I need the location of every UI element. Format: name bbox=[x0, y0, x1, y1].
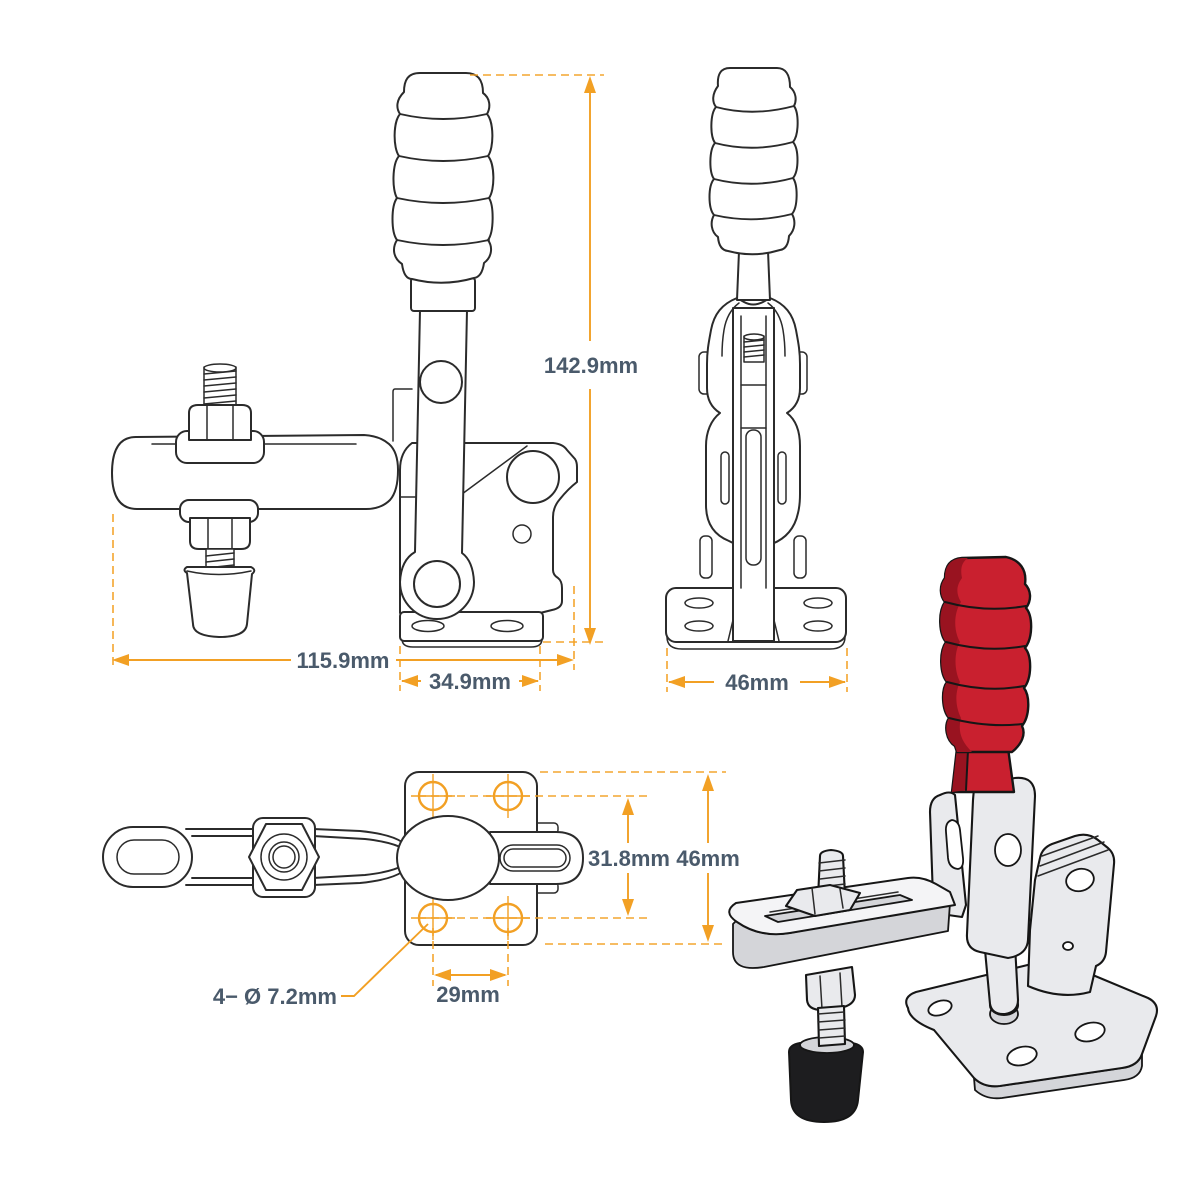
iso-base-plate bbox=[905, 959, 1159, 1088]
side-view-dimensions: 46mm bbox=[666, 648, 848, 695]
hole-callout-leader bbox=[341, 923, 429, 997]
body-small-hole bbox=[512, 524, 532, 544]
base-slot-hole bbox=[490, 619, 524, 633]
dim-hole-pitch-horizontal: 29mm bbox=[436, 982, 500, 1007]
grip-ribs bbox=[713, 105, 795, 221]
isometric-view bbox=[728, 555, 1159, 1124]
side-view bbox=[665, 67, 847, 650]
thread-lines bbox=[817, 1011, 846, 1039]
iso-lever-hole bbox=[994, 833, 1022, 867]
dim-base-width-front: 34.9mm bbox=[429, 669, 511, 694]
spindle-assembly bbox=[175, 363, 265, 638]
iso-body bbox=[1026, 833, 1116, 996]
grip-ribs bbox=[396, 113, 490, 246]
front-view bbox=[111, 72, 578, 648]
iso-base-holes bbox=[927, 999, 1106, 1067]
thread-lines bbox=[203, 370, 237, 405]
iso-lower-nut bbox=[804, 965, 857, 1012]
lever-pivot-hole bbox=[413, 560, 461, 608]
dim-overall-height: 142.9mm bbox=[544, 353, 638, 378]
dim-hole-pitch-vertical: 31.8mm bbox=[588, 846, 670, 871]
iso-handle-shading bbox=[940, 558, 972, 752]
iso-lever bbox=[965, 776, 1037, 960]
dim-mounting-hole-callout: 4− Ø 7.2mm bbox=[213, 984, 337, 1009]
side-base-holes bbox=[684, 597, 833, 632]
side-clamp-bar bbox=[732, 307, 775, 642]
top-view-dimensions: 31.8mm 46mm 29mm 4− Ø 7.2mm bbox=[213, 771, 740, 1009]
top-view bbox=[102, 771, 584, 946]
hex-nut-bottom bbox=[189, 517, 251, 550]
iso-body-hole bbox=[1065, 867, 1095, 893]
base-slot-hole bbox=[411, 619, 445, 633]
side-handle-neck bbox=[736, 250, 771, 301]
linkage-slots bbox=[720, 451, 787, 505]
side-handle-grip bbox=[708, 67, 799, 256]
dim-base-width-side: 46mm bbox=[725, 670, 789, 695]
hex-nut-top bbox=[188, 404, 252, 441]
front-view-dimensions: 142.9mm 115.9mm 34.9mm bbox=[112, 74, 638, 694]
iso-hex-nut bbox=[784, 883, 862, 918]
dim-base-length-top: 46mm bbox=[676, 846, 740, 871]
lever-hole bbox=[419, 360, 463, 404]
iso-rubber-foot bbox=[787, 1042, 865, 1124]
thread-lines bbox=[743, 339, 765, 358]
dim-overall-width: 115.9mm bbox=[297, 648, 390, 673]
rubber-foot-outline bbox=[183, 566, 256, 638]
handle-grip bbox=[391, 72, 495, 284]
iso-body-ribs bbox=[1037, 835, 1109, 877]
bar-cross-section bbox=[396, 815, 500, 901]
grip-ribs bbox=[944, 601, 1027, 727]
body-pivot-hole bbox=[506, 450, 560, 504]
